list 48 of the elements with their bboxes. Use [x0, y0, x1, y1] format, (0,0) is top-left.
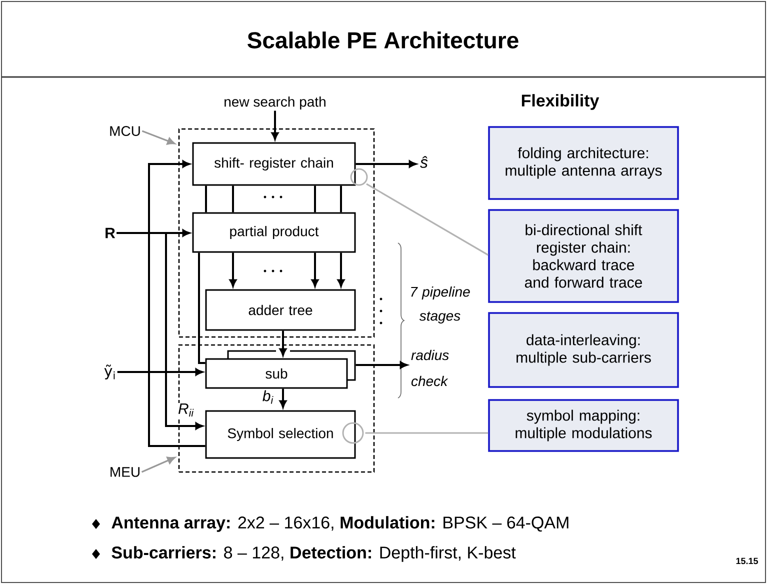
feature-box: folding architecture: multiple antenna arrays	[488, 126, 679, 200]
process-box: partial product	[192, 212, 356, 253]
slide-title: Scalable PE Architecture	[248, 32, 518, 48]
process-box: adder tree	[205, 289, 356, 331]
output-label: radius check	[411, 350, 449, 386]
arrow	[279, 330, 287, 356]
input-label: new search path	[224, 96, 326, 110]
process-box: sub	[205, 350, 356, 389]
arrow	[271, 110, 279, 140]
feature-box: bi-directional shift register chain: backward trace and forward trace	[488, 209, 679, 303]
connector-line	[314, 186, 316, 212]
connector-line	[198, 252, 206, 364]
panel-heading: Flexibility	[522, 94, 600, 110]
connector-line	[205, 186, 207, 212]
process-box: shift- register chain	[192, 142, 356, 186]
arrow	[356, 361, 408, 369]
unit-label: MCU	[110, 126, 140, 136]
highlight-circle	[342, 422, 364, 444]
page-number: 15.15	[736, 558, 758, 564]
arrow	[279, 388, 287, 408]
edge-label: b$_{i}$	[262, 390, 274, 404]
bullet-text: Sub-carriers: 8 – 128, Detection: Depth-first, K-best	[112, 546, 516, 562]
highlight-circle	[350, 168, 368, 186]
arrow	[356, 160, 416, 168]
feature-box: data-interleaving: multiple sub-carriers	[488, 312, 679, 388]
leader-line	[365, 432, 488, 434]
input-label: R	[106, 228, 116, 238]
edge-label: R$_{ii}$	[178, 403, 194, 417]
leader-line	[366, 183, 489, 256]
input-label: ỹ$_{i}$	[104, 364, 115, 380]
arrow	[229, 252, 237, 287]
dashed-region	[178, 344, 375, 473]
arrow	[311, 252, 319, 287]
process-box: Symbol selection	[205, 410, 356, 459]
arrow	[148, 160, 206, 447]
connector-line	[340, 186, 342, 212]
output-label: ŝ	[420, 156, 428, 168]
annotation-text: 7 pipeline stages	[411, 286, 470, 324]
arrow	[141, 456, 176, 473]
feature-box: symbol mapping: multiple modulations	[488, 399, 679, 452]
arrow	[116, 232, 203, 430]
dashed-region	[178, 128, 375, 338]
unit-label: MEU	[110, 467, 140, 477]
arrow	[142, 130, 176, 145]
arrow	[337, 252, 345, 287]
connector-line	[232, 186, 234, 212]
arrow	[117, 368, 203, 376]
bullet-text: Antenna array: 2x2 – 16x16, Modulation: BPSK – 64-QAM	[112, 516, 568, 532]
